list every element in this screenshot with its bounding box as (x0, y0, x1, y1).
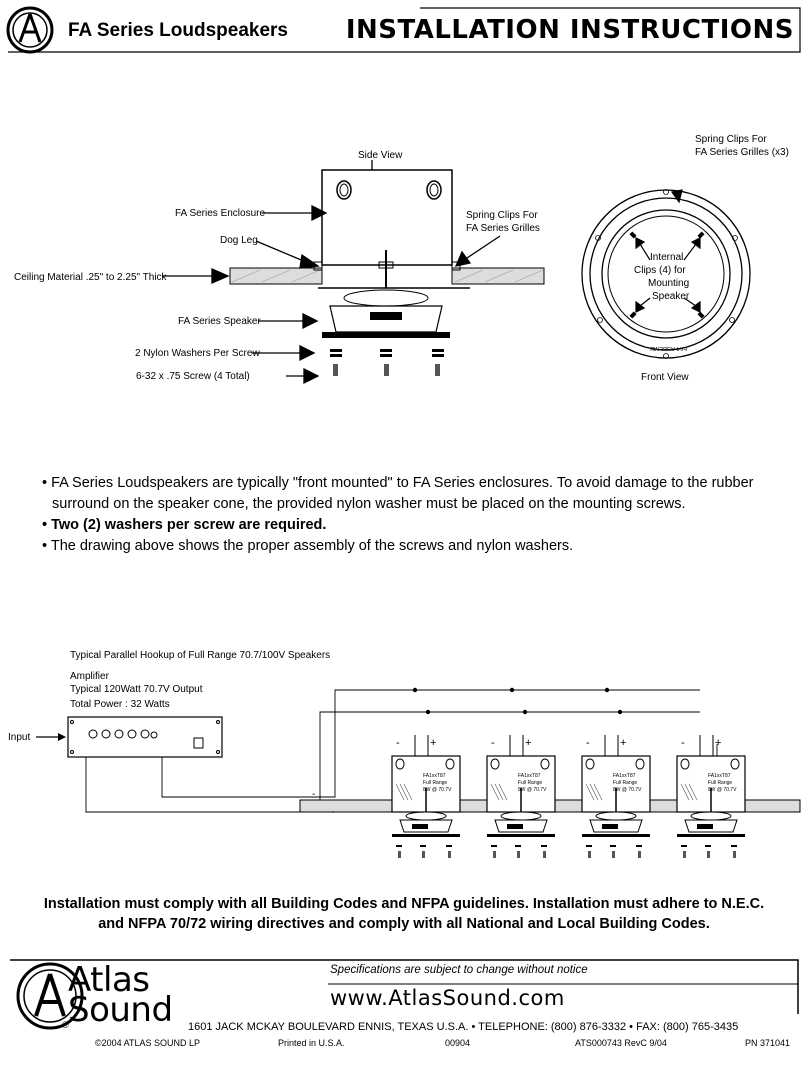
amplifier-label: Amplifier (70, 671, 109, 682)
wire-minus-label: - (312, 789, 316, 800)
front-view-label: Front View (641, 372, 689, 383)
note-front-mounted: • FA Series Loudspeakers are typically "… (42, 475, 754, 512)
compliance-line-2: and NFPA 70/72 wiring directives and com… (98, 916, 710, 932)
website-link[interactable]: www.AtlasSound.com (330, 986, 565, 1010)
washers-label: 2 Nylon Washers Per Screw (135, 348, 260, 359)
front-view-diagram (581, 189, 751, 359)
spk4-plus: + (715, 737, 722, 749)
note-drawing: • The drawing above shows the proper ass… (42, 538, 574, 554)
doc-code: 00904 (445, 1038, 471, 1048)
installation-notes: • FA Series Loudspeakers are typically "… (42, 473, 782, 557)
document-title: INSTALLATION INSTRUCTIONS (345, 15, 794, 45)
internal-clips-label-4: Speaker (652, 291, 690, 302)
ceiling-label: Ceiling Material .25" to 2.25" Thick (14, 272, 167, 283)
spk2-minus: - (491, 737, 495, 749)
front-spring-label-2: FA Series Grilles (x3) (695, 147, 789, 158)
amplifier-output-label: Typical 120Watt 70.7V Output (70, 684, 203, 695)
spk1-minus: - (396, 737, 400, 749)
internal-clips-label-2: Clips (4) for (634, 265, 686, 276)
internal-clips-label-1: Internal (650, 252, 684, 263)
side-view-diagram (162, 160, 545, 385)
spring-clips-label-2: FA Series Grilles (466, 223, 540, 234)
amplifier-power-label: Total Power : 32 Watts (70, 699, 170, 710)
rim-text: FA4 ASBEMB (650, 345, 688, 351)
copyright: ©2004 ATLAS SOUND LP (95, 1038, 201, 1048)
compliance-notice: Installation must comply with all Buildi… (20, 894, 788, 934)
spk1-plus: + (430, 737, 437, 749)
hookup-speakers (391, 735, 746, 859)
speaker-label: FA Series Speaker (178, 316, 261, 327)
footer-frame (10, 959, 799, 1030)
front-spring-label-1: Spring Clips For (695, 134, 767, 145)
screw-label: 6-32 x .75 Screw (4 Total) (136, 371, 250, 382)
spk2-plus: + (525, 737, 532, 749)
header-frame (6, 6, 801, 54)
internal-clips-label-3: Mounting (648, 278, 690, 289)
spk4-minus: - (681, 737, 685, 749)
hookup-title: Typical Parallel Hookup of Full Range 70… (70, 650, 331, 661)
dog-leg-label: Dog Leg (220, 235, 258, 246)
compliance-line-1: Installation must comply with all Buildi… (43, 896, 765, 912)
spec-notice: Specifications are subject to change wit… (330, 964, 588, 976)
side-view-label: Side View (358, 150, 403, 161)
enclosure-label: FA Series Enclosure (175, 208, 266, 219)
series-title: FA Series Loudspeakers (68, 20, 289, 41)
printed-in: Printed in U.S.A. (278, 1038, 345, 1048)
part-number: PN 371041 (745, 1038, 791, 1048)
registered-mark: ® (62, 1020, 69, 1030)
note-washers-required: • Two (2) washers per screw are required… (42, 517, 327, 533)
company-address: 1601 JACK MCKAY BOULEVARD ENNIS, TEXAS U… (188, 1021, 739, 1033)
spring-clips-label-1: Spring Clips For (466, 210, 538, 221)
input-label: Input (8, 732, 31, 743)
spk3-minus: - (586, 737, 590, 749)
spk3-plus: + (620, 737, 627, 749)
ats-number: ATS000743 RevC 9/04 (575, 1038, 667, 1048)
